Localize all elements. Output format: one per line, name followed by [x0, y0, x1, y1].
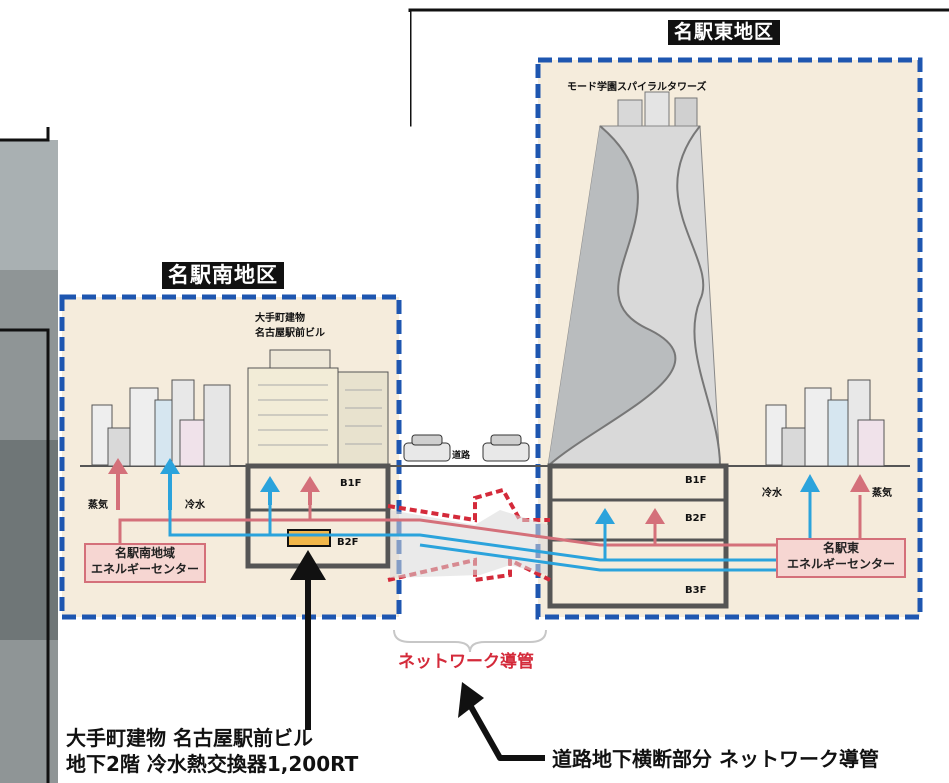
- east-basement: [547, 463, 729, 609]
- south-floor-b1f: B1F: [340, 478, 362, 489]
- cold-water-arrow-icon: [260, 476, 280, 492]
- east-floor-b3f: B3F: [685, 585, 707, 596]
- caption-right: 道路地下横断部分 ネットワーク導管: [552, 747, 879, 771]
- cold-water-arrow-icon: [160, 458, 180, 474]
- road-label: 道路: [452, 451, 471, 461]
- steam-arrow-icon: [300, 476, 320, 492]
- east-energy-center: 名駅東 エネルギーセンター: [776, 538, 906, 578]
- cold-water-pipe: [168, 485, 812, 572]
- south-energy-center-line2: エネルギーセンター: [90, 562, 199, 577]
- caption-left-line1: 大手町建物 名古屋駅前ビル: [66, 726, 313, 750]
- south-district-title: 名駅南地区: [162, 262, 284, 289]
- east-floor-b2f: B2F: [685, 513, 707, 524]
- otemachi-building-icon: [247, 349, 389, 467]
- network-conduit-label: ネットワーク導管: [398, 652, 534, 672]
- heat-exchanger-icon: [287, 529, 331, 547]
- pointer-arrow-right: [458, 682, 545, 761]
- east-energy-center-line2: エネルギーセンター: [786, 557, 895, 572]
- east-floor-b1f: B1F: [685, 475, 707, 486]
- steam-arrow-icon: [108, 458, 128, 474]
- network-conduit: [387, 487, 551, 583]
- caption-left-line2: 地下2階 冷水熱交換器1,200RT: [66, 752, 359, 776]
- east-energy-center-line1: 名駅東: [822, 541, 859, 555]
- cold-water-arrow-icon: [800, 474, 820, 492]
- spiral-tower-label: モード学園スパイラルタワーズ: [567, 82, 707, 93]
- east-cold-water-label: 冷水: [762, 488, 782, 499]
- steam-arrow-icon: [645, 508, 665, 524]
- otemachi-building-label-line1: 大手町建物: [255, 313, 305, 324]
- south-energy-center-line1: 名駅南地域: [114, 546, 175, 560]
- network-brace: [393, 629, 547, 653]
- east-steam-label: 蒸気: [872, 488, 892, 499]
- south-steam-label: 蒸気: [88, 500, 108, 511]
- east-district-title: 名駅東地区: [668, 20, 781, 45]
- south-cold-water-label: 冷水: [185, 500, 205, 511]
- spiral-tower-icon: [547, 91, 721, 467]
- pointer-arrow-left: [290, 550, 326, 730]
- east-buildings-icon: [765, 379, 885, 467]
- south-energy-center: 名駅南地域 エネルギーセンター: [84, 543, 206, 583]
- cold-water-arrow-icon: [595, 508, 615, 524]
- steam-arrow-icon: [850, 474, 870, 492]
- car-icon: [403, 434, 530, 462]
- south-floor-b2f: B2F: [337, 537, 359, 548]
- otemachi-building-label-line2: 名古屋駅前ビル: [255, 328, 325, 339]
